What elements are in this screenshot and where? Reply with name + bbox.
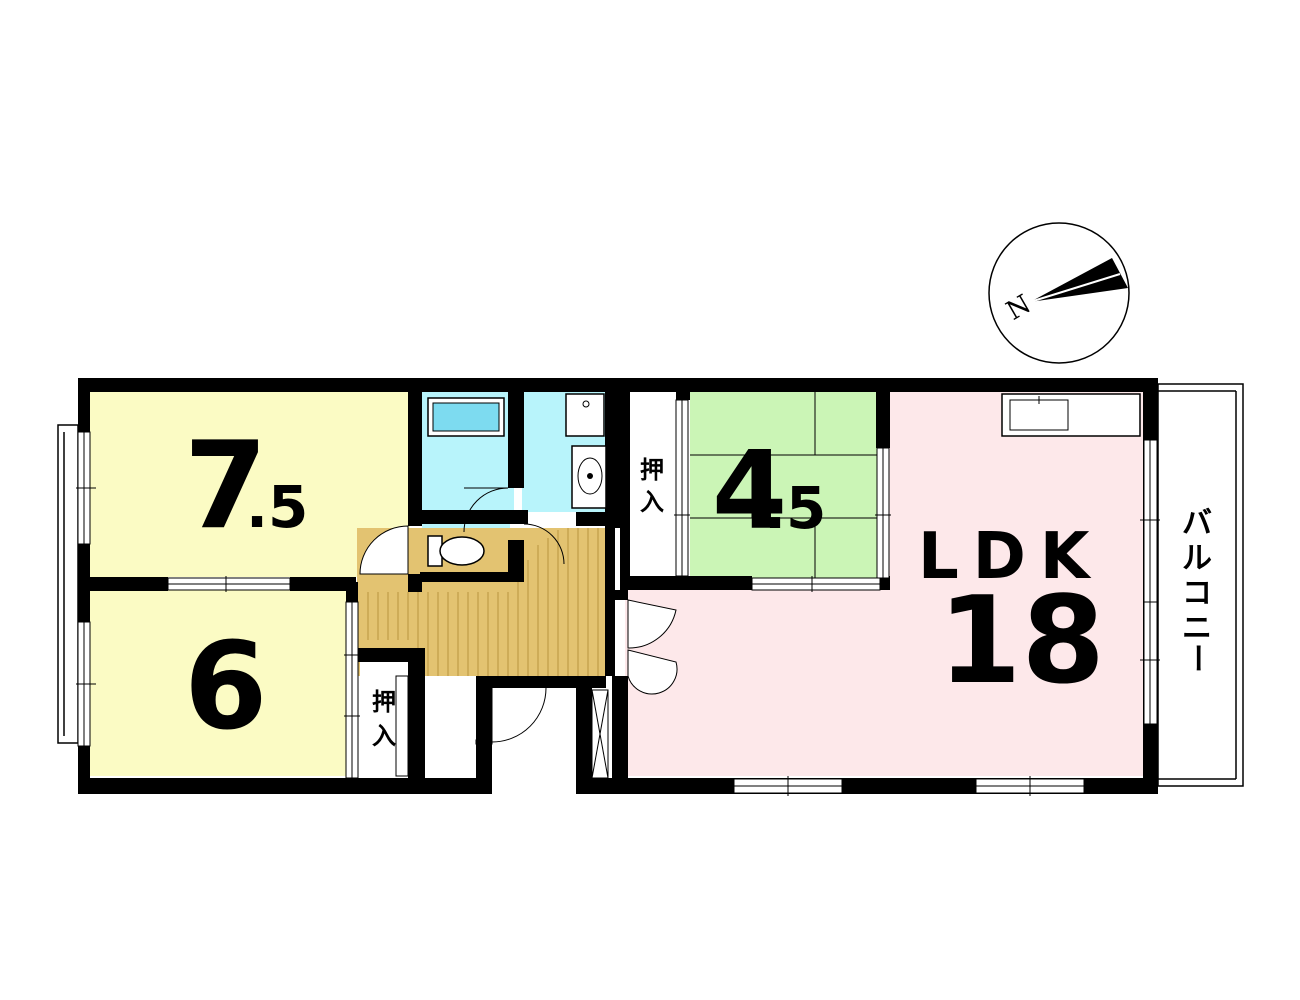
room-7-5-decimal: .5 <box>246 473 308 541</box>
washitsu-decimal: .5 <box>764 474 826 542</box>
room-6-number: 6 <box>184 618 268 757</box>
balcony-label-1: バ <box>1182 506 1212 541</box>
balcony-label-4: ニ <box>1182 611 1212 646</box>
left-rail <box>57 424 79 744</box>
washbasin <box>565 393 607 509</box>
compass-needle <box>1030 258 1128 302</box>
toilet <box>427 535 485 567</box>
balcony-label-5: ー <box>1179 643 1214 673</box>
closet-washitsu-label-bottom: 入 <box>640 488 664 516</box>
western-room-6-floor <box>88 590 346 776</box>
ldk-floor <box>625 392 1143 776</box>
doors <box>359 487 678 745</box>
window-ticks <box>76 487 1160 796</box>
western-room-7-5-floor <box>88 392 410 577</box>
closet-washitsu-floor <box>628 392 680 578</box>
balcony-label-2: ル <box>1182 541 1212 576</box>
ldk-size: 18 <box>938 572 1105 711</box>
hallway-flooring-pattern <box>367 528 599 676</box>
compass: N <box>988 222 1130 364</box>
ldk-name: LDK <box>918 520 1104 594</box>
washitsu-number: 4 <box>712 429 787 554</box>
walls <box>78 378 1158 794</box>
washitsu-floor <box>690 392 878 578</box>
tatami-lines <box>690 392 878 578</box>
kitchen-sink <box>1001 393 1141 437</box>
room-7-5-number: 7 <box>184 417 268 556</box>
bathtub <box>427 397 505 437</box>
closet-room6-label-bottom: 入 <box>372 722 396 750</box>
closet-room6-label-top: 押 <box>372 688 396 716</box>
balcony-label-3: コ <box>1182 576 1212 611</box>
closet-washitsu-label-top: 押 <box>640 456 664 484</box>
